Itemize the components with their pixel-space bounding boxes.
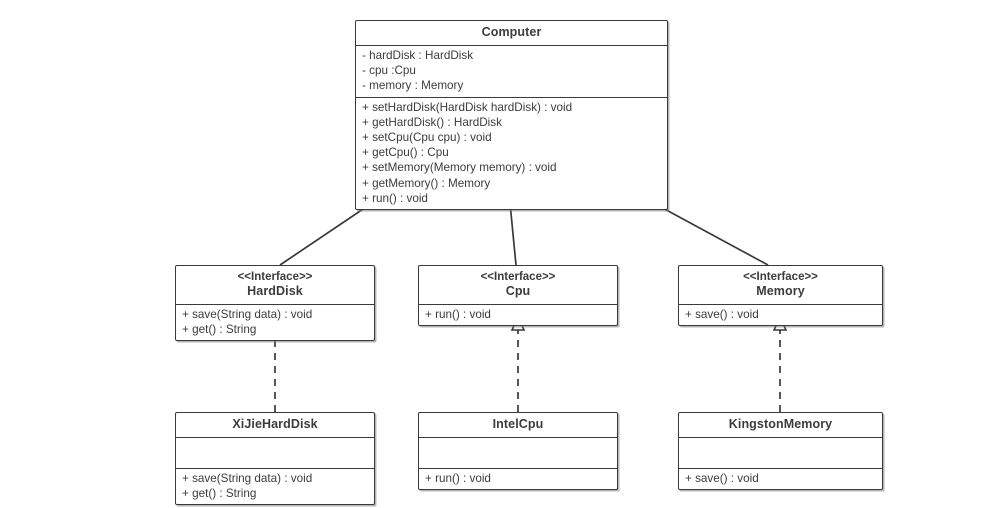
class-box-kingstonmemory[interactable]: KingstonMemory + save() : void <box>678 412 883 491</box>
methods-compartment-intelcpu: + run() : void <box>419 468 617 489</box>
class-name-kingstonmemory: KingstonMemory <box>728 417 833 431</box>
methods-compartment-cpu: + run() : void <box>419 304 617 325</box>
attributes-compartment-kingstonmemory <box>679 437 882 468</box>
class-box-cpu[interactable]: <<Interface>> Cpu + run() : void <box>418 265 618 327</box>
methods-compartment-kingstonmemory: + save() : void <box>679 468 882 489</box>
method-row: + setCpu(Cpu cpu) : void <box>362 131 492 145</box>
class-header-xijieharddisk: XiJieHardDisk <box>176 413 374 437</box>
class-name-computer: Computer <box>481 25 542 39</box>
class-header-computer: Computer <box>356 21 667 45</box>
methods-compartment-harddisk: + save(String data) : void + get() : Str… <box>176 304 374 340</box>
stereotype-label-cpu: <<Interface>> <box>480 271 556 283</box>
class-box-computer[interactable]: Computer - hardDisk : HardDisk - cpu :Cp… <box>355 20 668 211</box>
class-header-cpu: <<Interface>> Cpu <box>419 266 617 304</box>
methods-compartment-xijieharddisk: + save(String data) : void + get() : Str… <box>176 468 374 504</box>
class-name-intelcpu: IntelCpu <box>492 417 544 431</box>
attributes-compartment-computer: - hardDisk : HardDisk - cpu :Cpu - memor… <box>356 45 667 97</box>
class-box-xijieharddisk[interactable]: XiJieHardDisk + save(String data) : void… <box>175 412 375 506</box>
methods-compartment-memory: + save() : void <box>679 304 882 325</box>
method-row: + get() : String <box>182 323 257 337</box>
method-row: + save() : void <box>685 472 759 485</box>
class-header-intelcpu: IntelCpu <box>419 413 617 437</box>
attributes-compartment-xijieharddisk <box>176 437 374 468</box>
class-name-cpu: Cpu <box>505 284 531 298</box>
class-header-harddisk: <<Interface>> HardDisk <box>176 266 374 304</box>
class-name-harddisk: HardDisk <box>247 284 303 298</box>
class-name-xijieharddisk: XiJieHardDisk <box>232 417 318 431</box>
relationship-kingstonmemory-memory-realization[interactable] <box>772 315 788 412</box>
attribute-row: - hardDisk : HardDisk <box>362 49 474 62</box>
methods-compartment-computer: + setHardDisk(HardDisk hardDisk) : void … <box>356 96 667 209</box>
class-header-memory: <<Interface>> Memory <box>679 266 882 304</box>
class-box-memory[interactable]: <<Interface>> Memory + save() : void <box>678 265 883 327</box>
stereotype-label-memory: <<Interface>> <box>743 271 818 283</box>
method-row: + getHardDisk() : HardDisk <box>362 115 502 129</box>
method-row: + get() : String <box>182 487 257 501</box>
method-row: + setMemory(Memory memory) : void <box>362 161 557 175</box>
method-row: + run() : void <box>425 472 491 485</box>
stereotype-label-harddisk: <<Interface>> <box>237 271 313 283</box>
method-row: + setHardDisk(HardDisk hardDisk) : void <box>362 100 573 114</box>
class-box-harddisk[interactable]: <<Interface>> HardDisk + save(String dat… <box>175 265 375 342</box>
attributes-compartment-intelcpu <box>419 437 617 468</box>
class-name-memory: Memory <box>756 284 805 298</box>
method-row: + run() : void <box>362 191 428 205</box>
method-row: + getMemory() : Memory <box>362 176 491 190</box>
method-row: + getCpu() : Cpu <box>362 146 449 160</box>
method-row: + save() : void <box>685 308 759 321</box>
class-box-intelcpu[interactable]: IntelCpu + run() : void <box>418 412 618 491</box>
attribute-row: - cpu :Cpu <box>362 64 416 78</box>
method-row: + save(String data) : void <box>182 308 313 321</box>
method-row: + save(String data) : void <box>182 472 313 485</box>
method-row: + run() : void <box>425 308 491 321</box>
class-header-kingstonmemory: KingstonMemory <box>679 413 882 437</box>
relationship-intelcpu-cpu-realization[interactable] <box>510 315 526 412</box>
attribute-row: - memory : Memory <box>362 79 464 93</box>
